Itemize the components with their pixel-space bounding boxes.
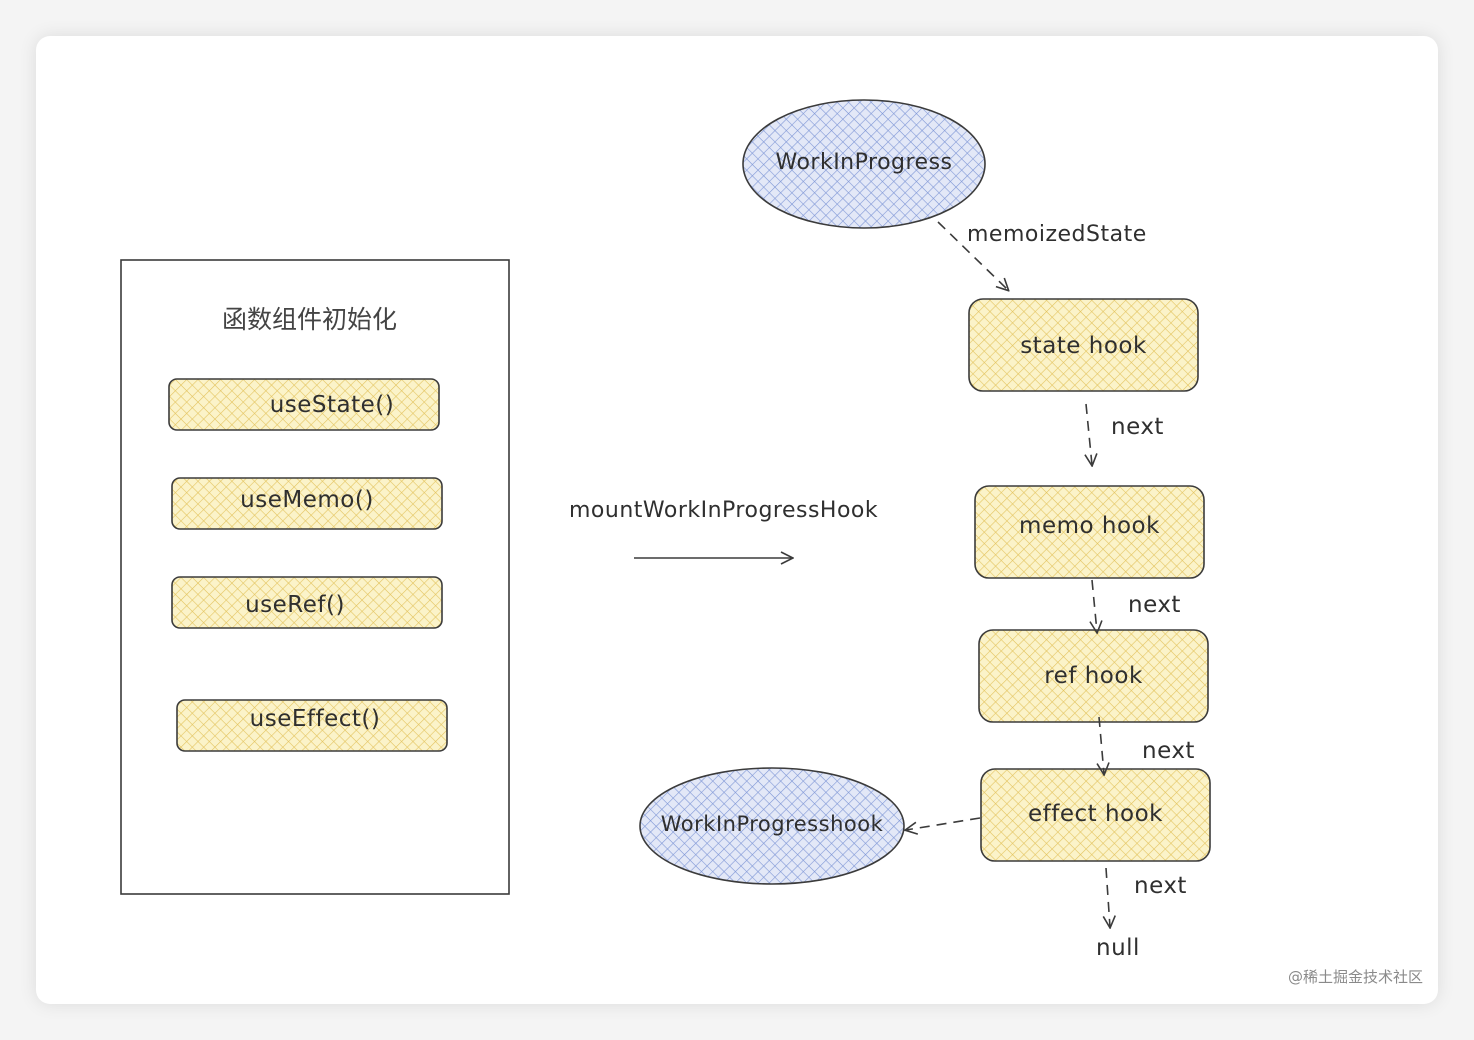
memo-hook-label: memo hook	[1019, 513, 1160, 539]
memoized-state-label: memoizedState	[967, 222, 1147, 247]
watermark: @稀土掘金技术社区	[1288, 968, 1424, 986]
next-arrow-2	[1092, 579, 1097, 632]
next-label-2: next	[1128, 592, 1181, 618]
work-in-progress-label: WorkInProgress	[775, 150, 953, 175]
useeffect-box	[176, 699, 448, 752]
useref-box	[171, 576, 443, 629]
next-label-4: next	[1134, 873, 1187, 899]
state-hook-box	[968, 298, 1199, 392]
next-arrow-3	[1099, 716, 1104, 774]
usestate-label: useState()	[269, 392, 395, 418]
useeffect-label: useEffect()	[249, 706, 381, 732]
next-label-3: next	[1142, 738, 1195, 764]
effect-hook-label: effect hook	[1027, 801, 1163, 827]
init-panel-frame	[120, 259, 510, 895]
memo-hook-box	[974, 485, 1205, 579]
init-panel-title: 函数组件初始化	[222, 305, 398, 334]
effect-hook-box	[980, 768, 1211, 862]
null-label: null	[1096, 935, 1140, 961]
usestate-box	[168, 378, 440, 431]
next-arrow-4	[1106, 867, 1110, 927]
work-in-progress-ellipse	[742, 99, 986, 229]
usememo-box	[171, 477, 443, 530]
state-hook-label: state hook	[1020, 333, 1147, 359]
mount-arrow-label: mountWorkInProgressHook	[569, 498, 879, 523]
next-arrow-1	[1086, 403, 1092, 465]
useref-label: useRef()	[245, 592, 345, 618]
work-in-progress-hook-label: WorkInProgresshook	[660, 812, 884, 836]
effect-to-wip-hook-arrow	[906, 817, 981, 830]
next-label-1: next	[1111, 414, 1164, 440]
ref-hook-label: ref hook	[1044, 663, 1143, 689]
usememo-label: useMemo()	[240, 487, 374, 513]
